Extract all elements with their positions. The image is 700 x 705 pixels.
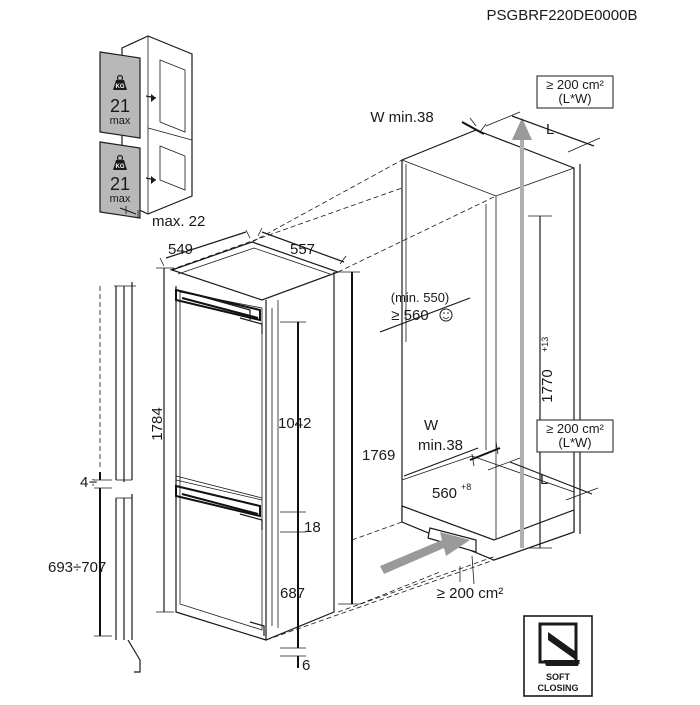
- weight-badge-upper: KG: [116, 84, 125, 90]
- vent-top-area: ≥ 200 cm²: [546, 77, 604, 92]
- soft-closing-line1: SOFT: [546, 672, 571, 682]
- weight-badge-lower: KG: [116, 164, 125, 170]
- dim-depth: 549: [168, 241, 193, 258]
- niche-height: 1770: [539, 369, 556, 402]
- load-value-upper: 21: [110, 96, 130, 116]
- niche-l-bottom: L: [540, 471, 548, 488]
- appliance-drawing: 549 557 1784 1769 1042 18 687 6: [149, 227, 395, 674]
- vent-top-box: [536, 75, 614, 109]
- load-unit-upper: max: [110, 115, 131, 127]
- weight-icon: KG: [113, 154, 127, 170]
- soft-closing-line2: CLOSING: [537, 683, 578, 693]
- weight-icon: KG: [113, 74, 127, 90]
- niche-width-min-top: W min.38: [370, 109, 433, 126]
- dim-bottom-gap: 6: [302, 657, 310, 674]
- shelf-load-illustration: KG 21 max KG 21 max max. 22: [99, 35, 205, 230]
- niche-depth-min-note: (min. 550): [391, 290, 450, 305]
- dim-upper-door: 1042: [278, 415, 311, 432]
- soft-closing-badge: SOFT CLOSING: [523, 615, 593, 697]
- dim-width: 557: [290, 241, 315, 258]
- upper-shelf-panel: [99, 51, 141, 139]
- load-unit-lower: max: [110, 193, 131, 205]
- lower-shelf-panel: [99, 141, 141, 219]
- soft-closing-icon: [538, 622, 581, 666]
- dim-gap-between: 18: [304, 519, 321, 536]
- airflow-up-arrow: [512, 118, 532, 548]
- door-range: 693÷707: [48, 559, 106, 576]
- door-offset-divider: ÷: [89, 474, 97, 491]
- gap-label: max. 22: [152, 213, 205, 230]
- model-code: PSGBRF220DE0000B: [487, 7, 638, 24]
- niche-width-tol: +8: [461, 482, 471, 492]
- niche-w-mid: W: [424, 417, 439, 434]
- vent-bottom-area: ≥ 200 cm²: [437, 585, 504, 602]
- vent-top-formula: (L*W): [558, 91, 591, 106]
- niche-l-top: L: [546, 121, 554, 138]
- dim-height-total: 1784: [149, 407, 166, 440]
- vent-mid-area: ≥ 200 cm²: [546, 421, 604, 436]
- load-value-lower: 21: [110, 174, 130, 194]
- smile-icon: [439, 308, 453, 322]
- niche-width: 560: [432, 485, 457, 502]
- vent-mid-box: [536, 419, 614, 453]
- niche-depth-min: ≥ 560: [391, 307, 428, 324]
- door-profile-drawing: 4 ÷ 693÷707: [48, 282, 141, 673]
- door-offset: 4: [80, 474, 88, 491]
- niche-w-mid-min: min.38: [418, 437, 463, 454]
- airflow-in-arrow: [380, 532, 470, 574]
- dim-height-body: 1769: [362, 447, 395, 464]
- dim-lower-door: 687: [280, 585, 305, 602]
- niche-drawing: W min.38 L ≥ 200 cm² (L*W) (min. 550) ≥ …: [169, 75, 614, 641]
- niche-height-tol: +13: [540, 337, 550, 352]
- vent-mid-formula: (L*W): [558, 435, 591, 450]
